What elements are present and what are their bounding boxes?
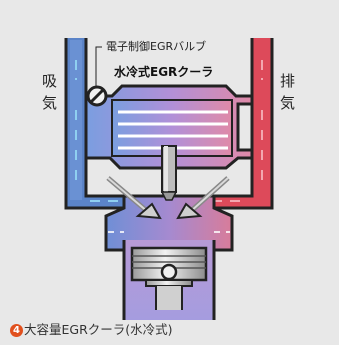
egr-cooler-label: 水冷式EGRクーラ <box>114 64 213 79</box>
exhaust-label-1: 排 <box>280 72 295 90</box>
intake-pipe <box>64 38 156 210</box>
exhaust-pipe <box>200 38 274 210</box>
egr-valve-label: 電子制御EGRバルブ <box>106 39 206 53</box>
exhaust-valve <box>176 176 230 220</box>
valve-leader-line <box>95 46 102 86</box>
caption-text: 大容量EGRクーラ(水冷式) <box>24 322 173 337</box>
cylinder-head <box>104 194 234 252</box>
intake-label-2: 気 <box>42 94 57 112</box>
exhaust-label-2: 気 <box>280 94 295 112</box>
intake-label-1: 吸 <box>42 72 57 90</box>
injector <box>160 145 178 201</box>
egr-valve <box>86 85 108 107</box>
piston <box>130 246 208 310</box>
intake-valve <box>106 176 162 220</box>
caption-number-badge: 4 <box>10 324 23 337</box>
